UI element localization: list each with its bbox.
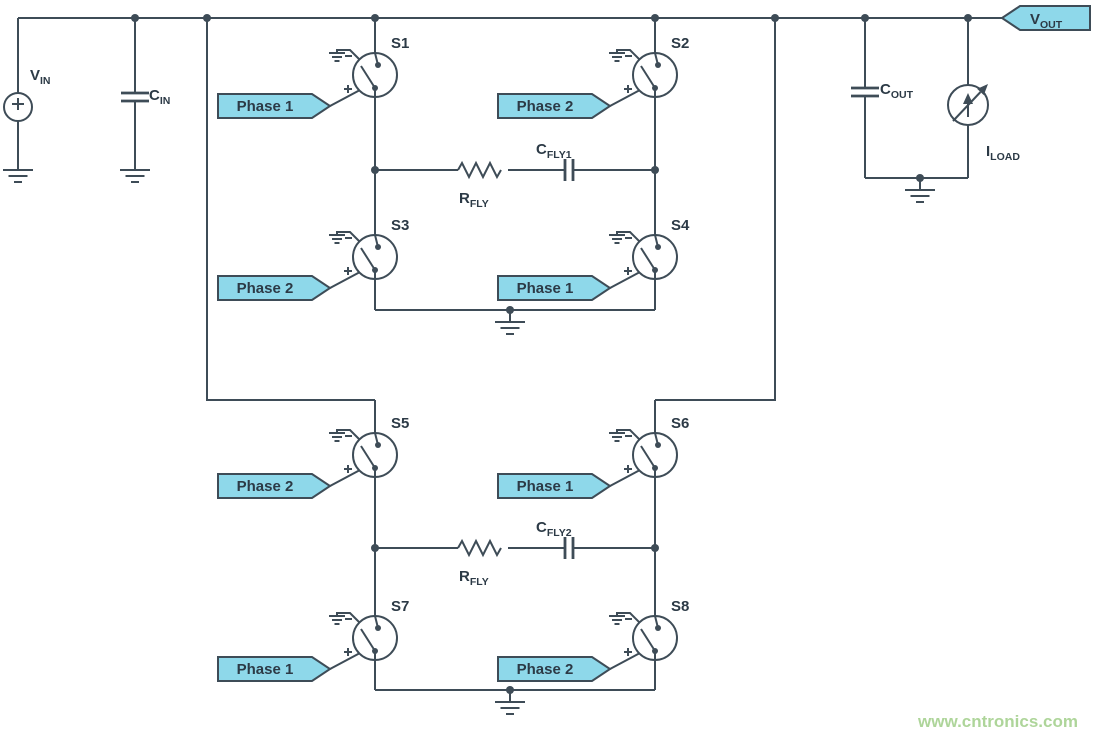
phase-tag-label-s2: Phase 2 xyxy=(517,98,574,115)
switch-symbol-s6 xyxy=(608,429,678,487)
vout-tag-shape xyxy=(1000,5,1091,31)
rfly1-resistor xyxy=(457,162,502,178)
iload-source xyxy=(947,84,989,126)
vout-tag: VOUT xyxy=(1000,5,1091,31)
cfly1-capacitor-plates xyxy=(563,159,575,181)
junction-dots xyxy=(131,14,972,694)
switch-symbol-s5 xyxy=(328,429,398,487)
stage1-ground-icon xyxy=(494,321,526,335)
output-ground-icon xyxy=(904,189,936,203)
switch-s6: S6 Phase 1 xyxy=(497,415,689,499)
vin-ground-icon xyxy=(2,169,34,183)
rfly2-resistor xyxy=(457,540,502,556)
iload-label: ILOAD xyxy=(986,143,1020,163)
vin-source xyxy=(3,92,33,122)
cfly2-capacitor-plates xyxy=(563,537,575,559)
circuit-wires xyxy=(17,17,1002,702)
cin-ground-icon xyxy=(119,169,151,183)
switch-label-s3: S3 xyxy=(391,217,409,234)
switch-s8: S8 Phase 2 xyxy=(497,598,689,682)
rfly2-label: RFLY xyxy=(459,568,489,588)
switch-symbol-s2 xyxy=(608,49,678,107)
switch-symbol-s3 xyxy=(328,231,398,289)
cout-capacitor-plates xyxy=(851,86,879,98)
switch-label-s8: S8 xyxy=(671,598,689,615)
vin-label: VIN xyxy=(30,67,51,87)
phase-tag-label-s3: Phase 2 xyxy=(237,280,294,297)
cout-label: COUT xyxy=(880,81,914,101)
cfly2-label: CFLY2 xyxy=(536,519,572,539)
rfly1-label: RFLY xyxy=(459,190,489,210)
switch-label-s1: S1 xyxy=(391,35,409,52)
switch-s5: S5 Phase 2 xyxy=(217,415,409,499)
cin-label: CIN xyxy=(149,87,170,107)
switch-label-s7: S7 xyxy=(391,598,409,615)
cfly1-label: CFLY1 xyxy=(536,141,572,161)
switch-symbol-s7 xyxy=(328,612,398,670)
phase-tag-label-s8: Phase 2 xyxy=(517,661,574,678)
phase-tag-label-s7: Phase 1 xyxy=(237,661,294,678)
switch-s4: S4 Phase 1 xyxy=(497,217,690,301)
switch-s7: S7 Phase 1 xyxy=(217,598,409,682)
switch-s3: S3 Phase 2 xyxy=(217,217,409,301)
phase-tag-label-s4: Phase 1 xyxy=(517,280,574,297)
switch-symbol-s8 xyxy=(608,612,678,670)
switch-s2: S2 Phase 2 xyxy=(497,35,689,119)
phase-tag-label-s6: Phase 1 xyxy=(517,478,574,495)
switch-s1: S1 Phase 1 xyxy=(217,35,409,119)
switch-label-s6: S6 xyxy=(671,415,689,432)
watermark-text: www.cntronics.com xyxy=(917,712,1078,731)
vout-label: VOUT xyxy=(1030,11,1063,31)
cin-capacitor-plates xyxy=(121,91,149,103)
switch-symbol-s4 xyxy=(608,231,678,289)
phase-tag-label-s5: Phase 2 xyxy=(237,478,294,495)
switch-label-s4: S4 xyxy=(671,217,690,234)
stage2-ground-icon xyxy=(494,701,526,715)
switch-label-s2: S2 xyxy=(671,35,689,52)
switch-label-s5: S5 xyxy=(391,415,409,432)
phase-tag-label-s1: Phase 1 xyxy=(237,98,294,115)
switch-symbol-s1 xyxy=(328,49,398,107)
